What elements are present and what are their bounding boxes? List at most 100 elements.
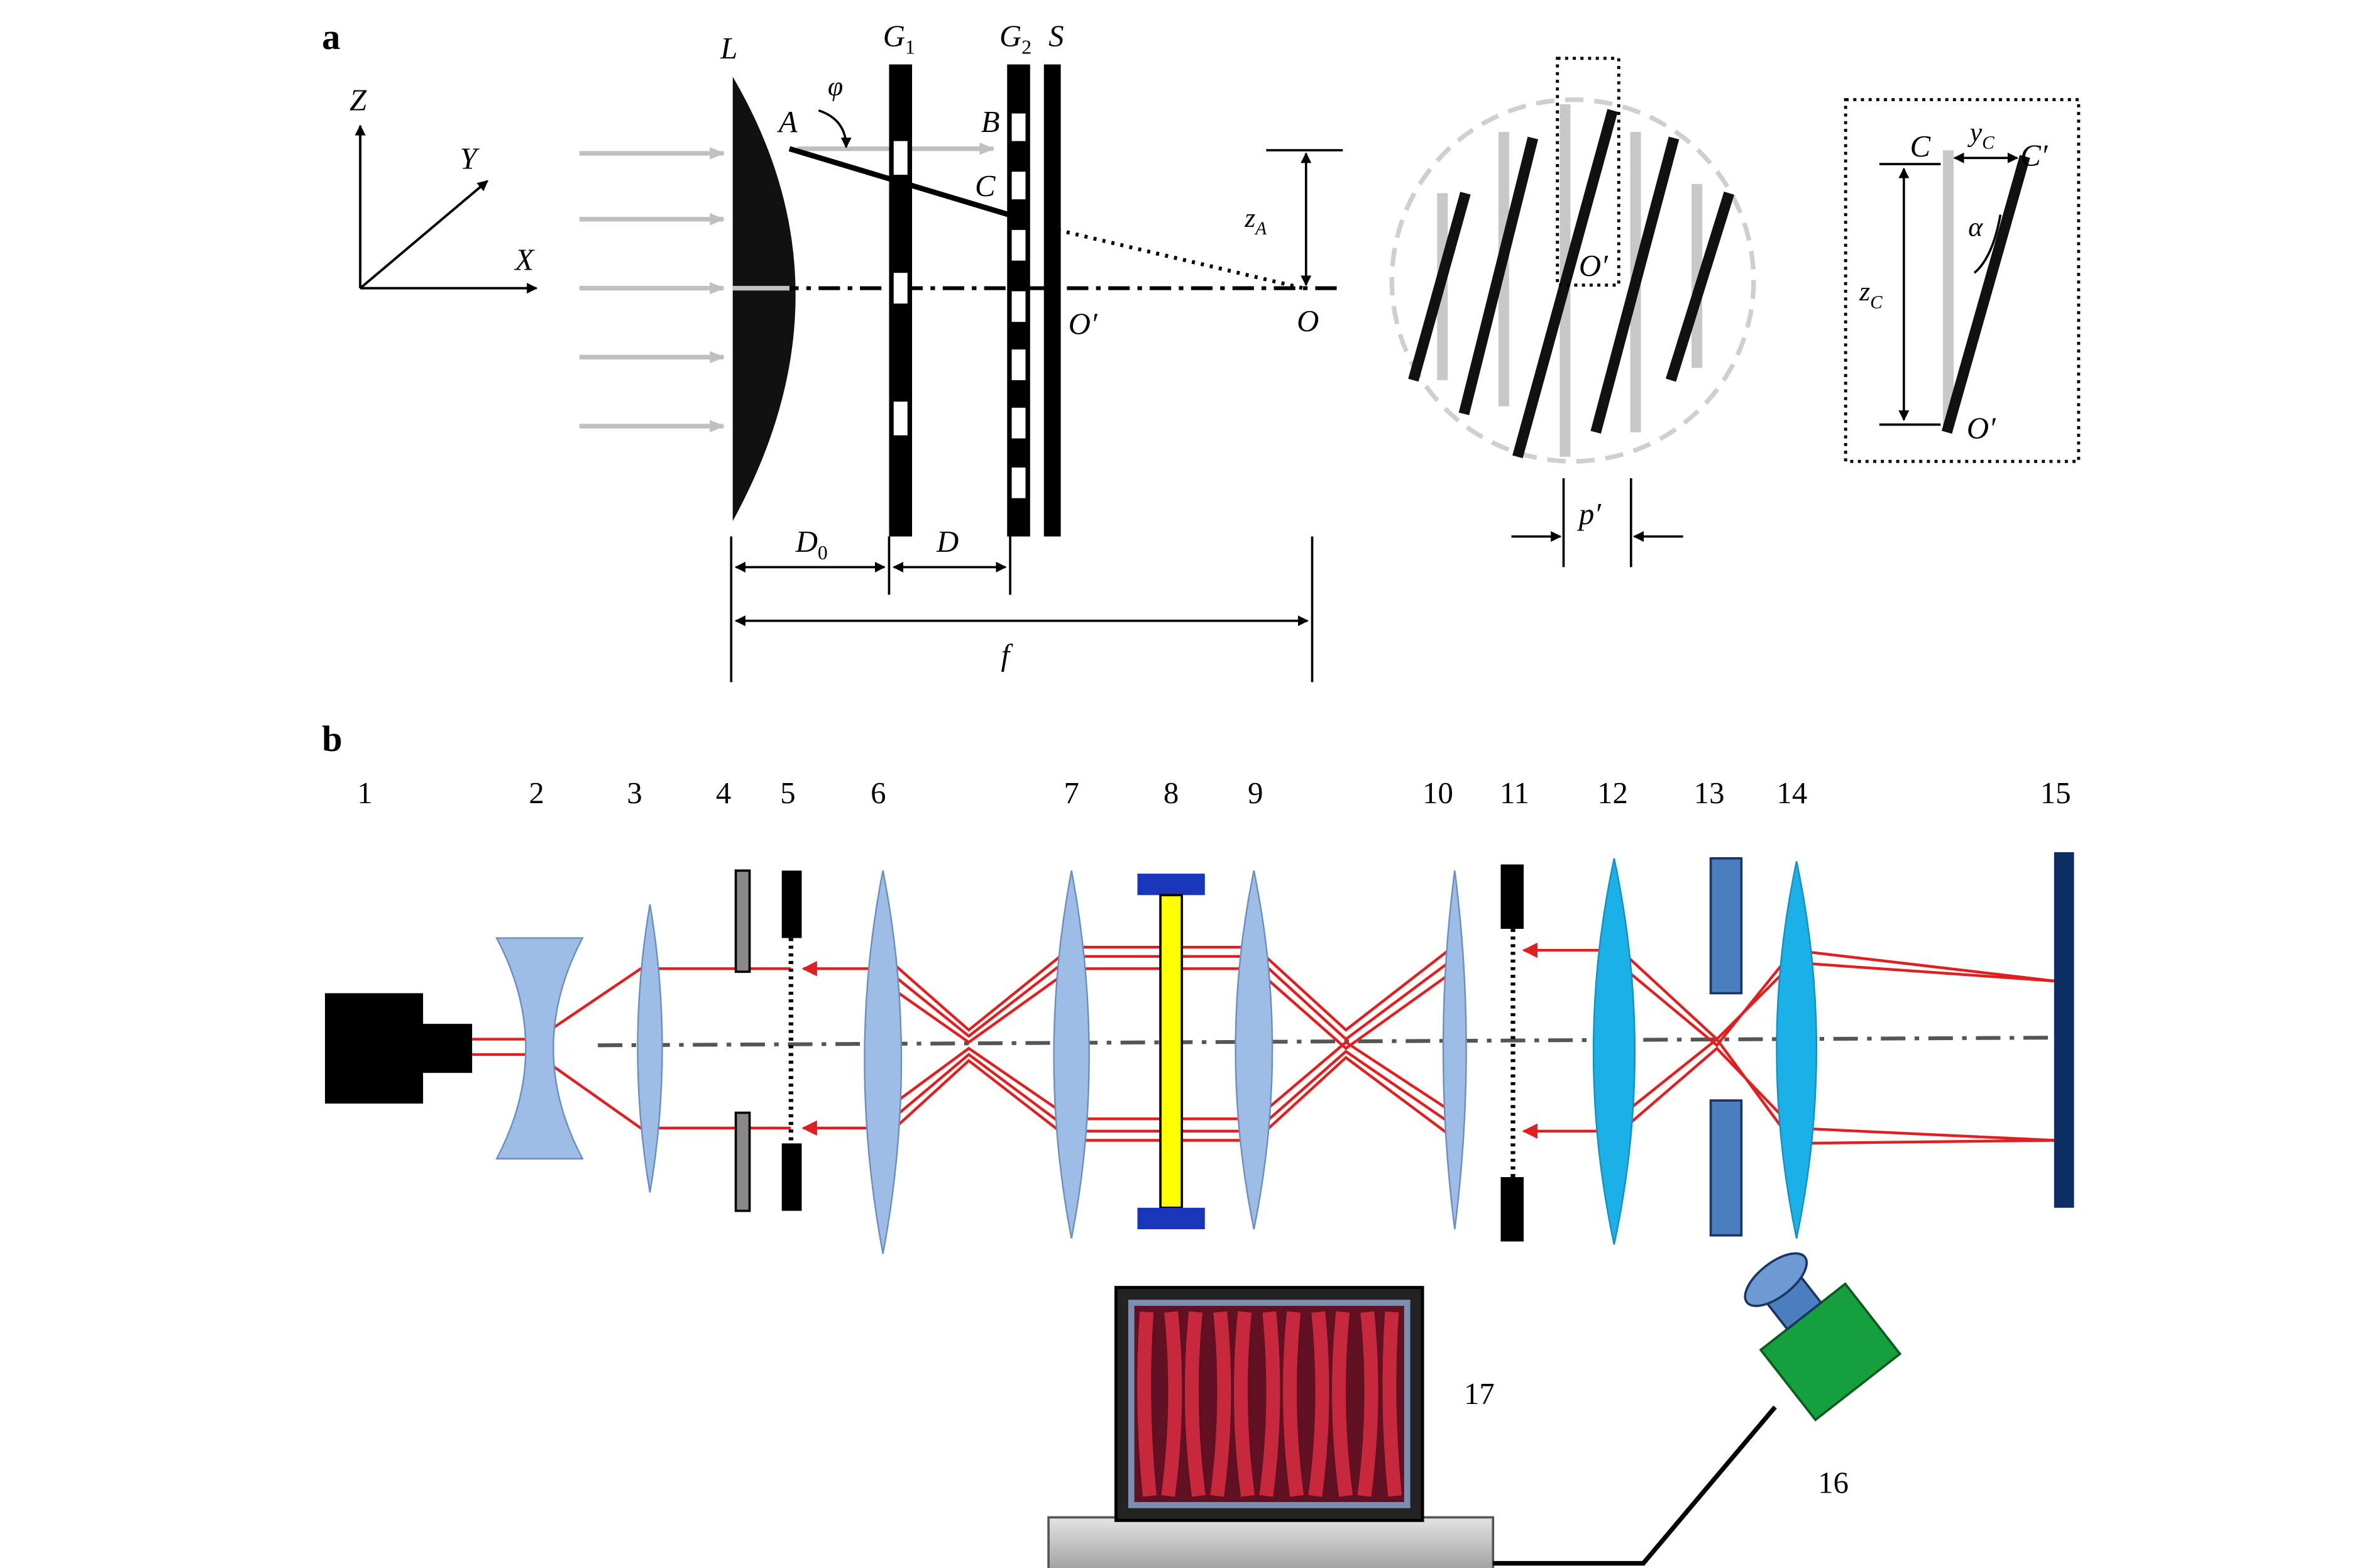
lens-10 (1442, 870, 1467, 1230)
fringe (1137, 1311, 1157, 1497)
beam-to-screen (1616, 1046, 2054, 1142)
panel-b-label: b (322, 718, 343, 759)
sample-8 (1137, 874, 1205, 1229)
point-o-prime-label: O′ (1069, 307, 1098, 341)
fringe (1259, 1311, 1280, 1497)
y-axis-label: Y (460, 141, 480, 175)
y-axis (359, 180, 488, 290)
grating-g2 (1007, 64, 1030, 537)
camera-body-group (1744, 1252, 1902, 1422)
deformed-fringe (1666, 191, 1735, 382)
component-number: 13 (1694, 776, 1725, 810)
lens-l-label: L (720, 31, 737, 65)
pitch-label: p′ (1577, 497, 1602, 531)
zoom-inset-box (1844, 98, 2081, 463)
sample-body (1159, 894, 1184, 1209)
component-number: 7 (1064, 776, 1079, 810)
component-number: 14 (1776, 776, 1807, 810)
grating-g2-label: G2 (999, 19, 1031, 58)
component-number: 6 (871, 776, 886, 810)
grating-5-top (781, 870, 802, 938)
panel-a: a Z Y X L (322, 16, 2081, 683)
beam-upper-expand (472, 967, 791, 1041)
beam-to-screen (1616, 948, 2055, 1048)
deformed-fringe (1408, 192, 1471, 382)
point-a-label: A (777, 105, 798, 139)
grating-g2-slit (1011, 291, 1026, 322)
angle-phi-label: φ (828, 71, 843, 101)
component-number-labels: 1 2 3 4 5 6 7 8 9 10 11 12 13 14 15 (357, 776, 2071, 810)
fringe (1184, 1311, 1206, 1497)
z-axis-label: Z (349, 84, 367, 118)
fringe (1308, 1311, 1329, 1497)
alpha-label: α (1968, 212, 1983, 243)
grating-5-bottom (781, 1143, 802, 1211)
zoom-c-prime-label: C′ (2020, 138, 2049, 172)
angle-phi-arrow (818, 109, 852, 148)
component-number: 10 (1422, 776, 1453, 810)
return-beam-arrows (801, 942, 1617, 1139)
component-number: 9 (1248, 776, 1263, 810)
fringe (1210, 1311, 1231, 1497)
zoom-inset: C C′ yC zC α O′ (1844, 98, 2081, 463)
filter-13-top (1709, 857, 1743, 995)
fringe (1357, 1311, 1378, 1497)
grating-g1-slit (893, 273, 908, 304)
aperture-4-bottom (734, 1111, 751, 1212)
component-number: 15 (2040, 776, 2071, 810)
yc-label: yC (1967, 117, 1994, 153)
laser-body (325, 993, 424, 1104)
panel-b: b 1 2 3 4 5 6 7 8 9 10 11 12 13 14 15 (322, 718, 2074, 1568)
beam-lower-expand (472, 1053, 791, 1130)
fringe-pattern (1137, 1311, 1402, 1497)
lens-14 (1776, 861, 1818, 1239)
component-number: 3 (627, 776, 642, 810)
filter-13-bottom (1709, 1099, 1743, 1237)
incident-rays (579, 142, 995, 432)
camera-cable (1493, 1405, 1777, 1566)
monitor-base (1047, 1516, 1495, 1568)
camera-lens-cap (1744, 1252, 1808, 1307)
screen-15 (2054, 852, 2074, 1208)
grating-11-bottom (1500, 1177, 1524, 1242)
za-label: zA (1244, 203, 1267, 239)
moire-inset: O′ p′ (1389, 57, 1756, 567)
laser-source (325, 993, 473, 1104)
grating-g1-slit (893, 402, 908, 436)
grating-g1-slit (893, 141, 908, 175)
fringe (1283, 1311, 1304, 1497)
fringe (1161, 1311, 1182, 1497)
component-number: 4 (716, 776, 731, 810)
inset-o-prime-label: O′ (1579, 249, 1609, 283)
sample-bottom-mount (1137, 1207, 1205, 1229)
grating-g2-slit (1011, 229, 1026, 261)
d-label: D (936, 525, 959, 559)
fringe (1233, 1311, 1255, 1497)
deformed-fringes (1408, 109, 1735, 459)
concave-lens-2 (495, 937, 584, 1160)
moire-inset-circle (1389, 97, 1756, 464)
component-number: 12 (1597, 776, 1628, 810)
camera-number: 16 (1818, 1466, 1849, 1499)
grating-g2-slit (1011, 467, 1026, 498)
grating-g2-slit (1011, 113, 1026, 141)
component-number: 5 (780, 776, 795, 810)
lens-9 (1235, 870, 1273, 1230)
f-label: f (1001, 638, 1013, 672)
deformed-fringe (1458, 136, 1538, 415)
zoom-c-label: C (1910, 129, 1931, 163)
zc-label: zC (1859, 277, 1883, 312)
deformed-fringe (1590, 136, 1680, 434)
point-c-label: C (975, 169, 996, 203)
lens-3 (637, 904, 663, 1193)
sample-top-mount (1137, 874, 1205, 896)
laser-head (420, 1024, 473, 1073)
x-axis-label: X (514, 243, 535, 277)
grating-g1-label: G1 (883, 19, 915, 58)
d0-label: D0 (795, 525, 828, 564)
coordinate-axes: Z Y X (349, 84, 538, 294)
lens-6 (864, 870, 903, 1254)
deformed-fringe (1512, 109, 1618, 459)
monitor-17: 17 (1047, 1286, 1495, 1568)
